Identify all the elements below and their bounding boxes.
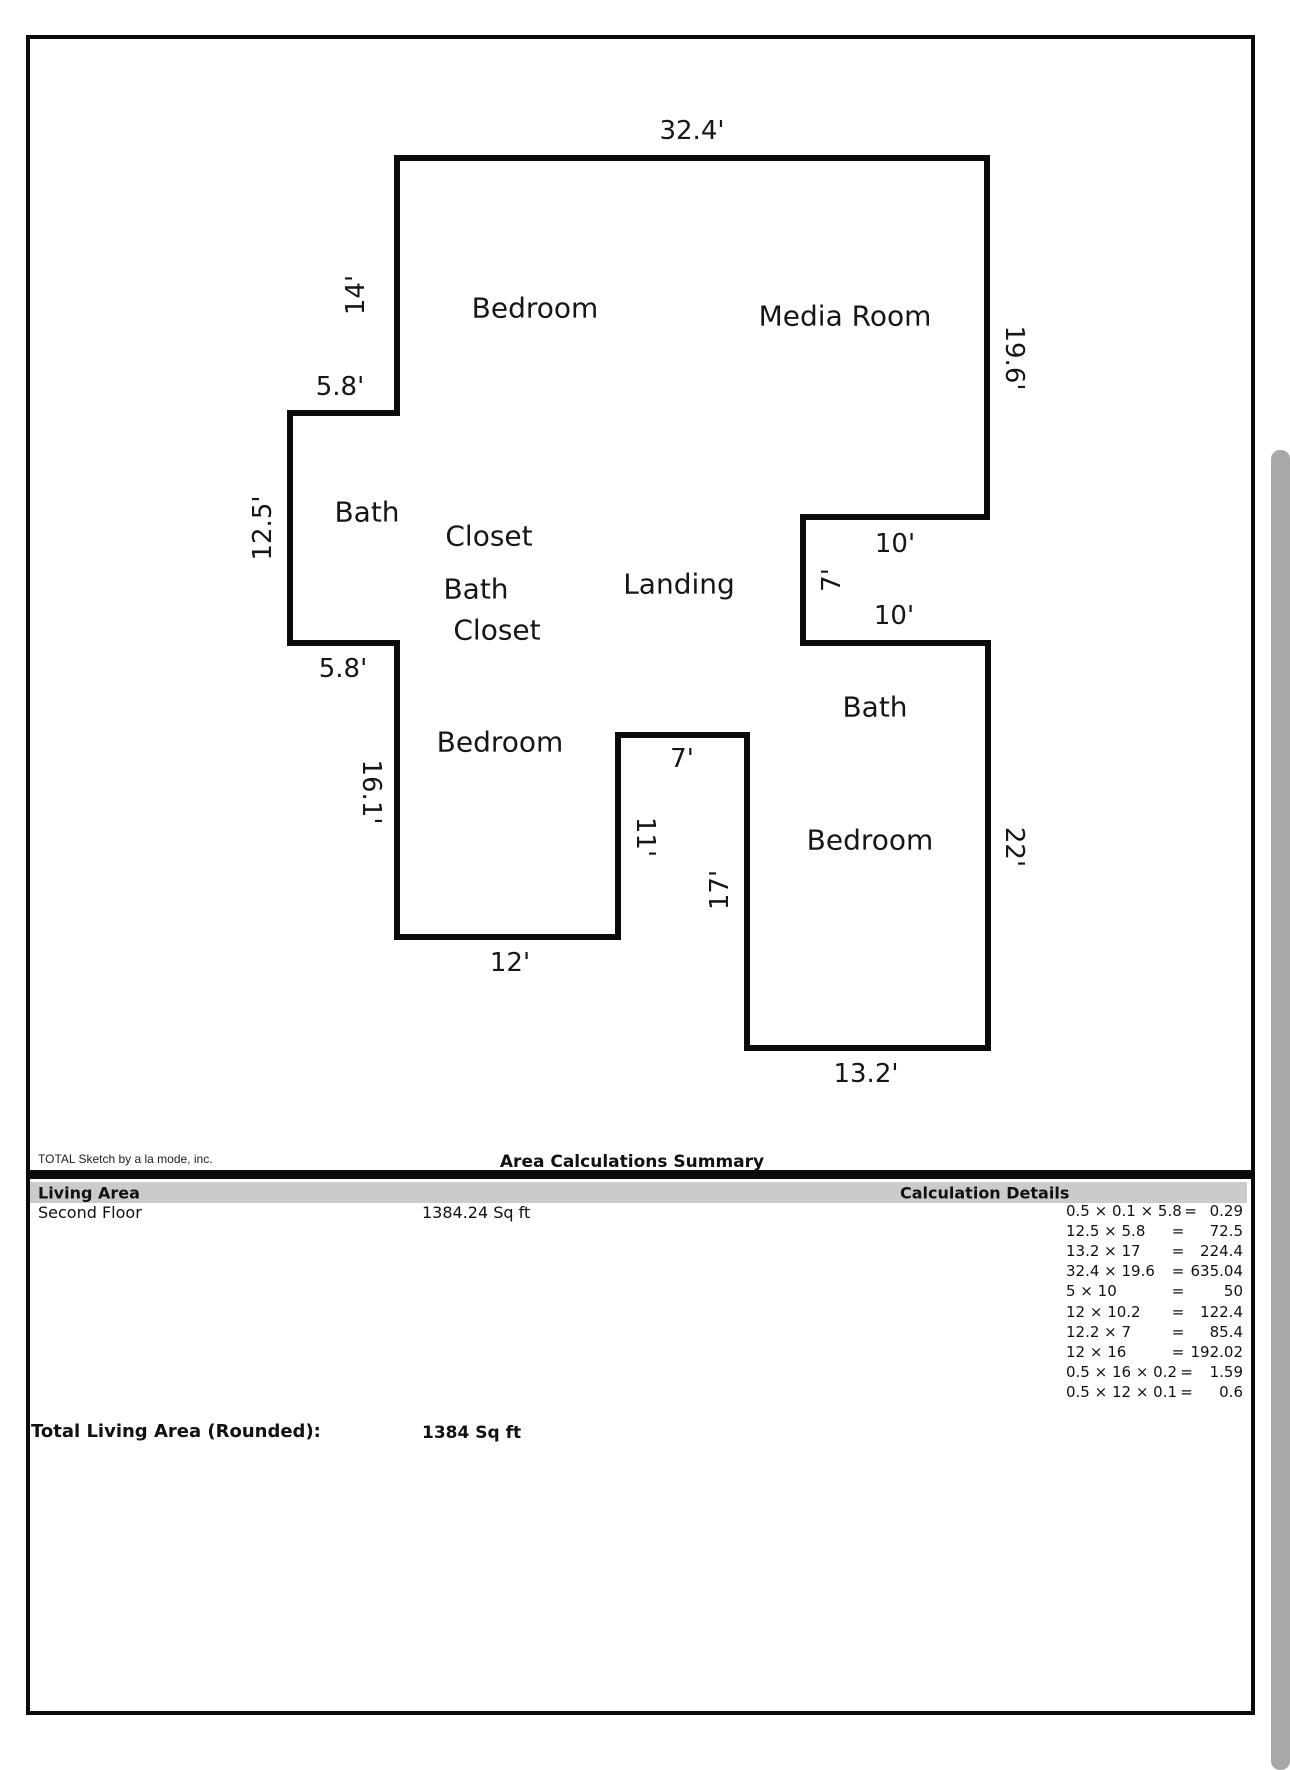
dimension-label: 7' — [817, 568, 847, 592]
calc-expression: 0.5 × 16 × 0.2 — [1066, 1362, 1178, 1381]
room-label: Media Room — [758, 299, 932, 333]
floor-row-area: 1384.24 Sq ft — [422, 1203, 531, 1222]
calc-equals: = — [1171, 1342, 1185, 1361]
total-living-area-value: 1384 Sq ft — [422, 1423, 522, 1443]
calc-result: 50 — [1223, 1282, 1243, 1301]
dimension-label: 32.4' — [659, 116, 725, 146]
room-label: Bedroom — [471, 291, 599, 325]
vertical-scrollbar-thumb[interactable] — [1271, 450, 1290, 1770]
dimension-label: 13.2' — [833, 1059, 899, 1089]
calc-result: 635.04 — [1190, 1262, 1244, 1281]
room-label: Bath — [842, 690, 908, 724]
room-label: Bedroom — [436, 725, 564, 759]
calc-row: 13.2 × 17 = 224.4 — [1066, 1241, 1243, 1261]
calc-expression: 5 × 10 — [1066, 1282, 1117, 1301]
room-label: Bedroom — [806, 823, 934, 857]
floor-row-name: Second Floor — [38, 1203, 142, 1222]
dimension-label: 19.6' — [999, 325, 1029, 391]
dimension-label: 17' — [705, 869, 735, 911]
calc-expression: 12.2 × 7 — [1066, 1322, 1132, 1341]
dimension-label: 12' — [489, 948, 531, 978]
calc-equals: = — [1184, 1202, 1197, 1221]
room-label: Bath — [443, 572, 509, 606]
calc-equals: = — [1171, 1302, 1185, 1321]
calc-row: 12 × 10.2 = 122.4 — [1066, 1301, 1243, 1321]
calc-row: 12.2 × 7 = 85.4 — [1066, 1322, 1243, 1342]
dimension-label: 7' — [670, 744, 694, 774]
calc-row: 5 × 10 = 50 — [1066, 1281, 1243, 1301]
calc-equals: = — [1180, 1362, 1193, 1381]
calc-result: 122.4 — [1200, 1302, 1243, 1321]
calc-expression: 0.5 × 0.1 × 5.8 — [1066, 1202, 1182, 1221]
branding-text: TOTAL Sketch by a la mode, inc. — [38, 1152, 213, 1166]
calc-result: 192.02 — [1190, 1342, 1244, 1361]
calc-result: 1.59 — [1209, 1362, 1243, 1381]
calc-equals: = — [1171, 1242, 1185, 1261]
calc-expression: 13.2 × 17 — [1066, 1242, 1141, 1261]
dimension-label: 5.8' — [318, 654, 368, 684]
calc-expression: 12.5 × 5.8 — [1066, 1222, 1146, 1241]
dimension-label: 14' — [341, 274, 371, 316]
room-label: Closet — [453, 613, 541, 647]
calculation-details-header: Calculation Details — [900, 1183, 1070, 1202]
calc-equals: = — [1171, 1262, 1185, 1281]
calc-row: 12.5 × 5.8 = 72.5 — [1066, 1221, 1243, 1241]
dimension-label: 11' — [630, 816, 660, 858]
floorplan-outline — [287, 155, 991, 1051]
living-area-header: Living Area — [38, 1183, 140, 1202]
dimension-label: 16.1' — [356, 759, 386, 825]
calc-row: 0.5 × 0.1 × 5.8= 0.29 — [1066, 1201, 1243, 1221]
calc-result: 0.29 — [1209, 1202, 1243, 1221]
calc-row: 32.4 × 19.6 = 635.04 — [1066, 1261, 1243, 1281]
room-label: Landing — [623, 567, 735, 601]
calc-row: 0.5 × 16 × 0.2= 1.59 — [1066, 1362, 1243, 1382]
calc-equals: = — [1171, 1222, 1185, 1241]
room-label: Bath — [334, 495, 400, 529]
dimension-label: 10' — [874, 529, 916, 559]
area-calculations-summary-title: Area Calculations Summary — [499, 1152, 765, 1172]
dimension-label: 22' — [999, 826, 1029, 868]
calc-expression: 32.4 × 19.6 — [1066, 1262, 1155, 1281]
calc-expression: 12 × 10.2 — [1066, 1302, 1141, 1321]
calc-equals: = — [1180, 1382, 1193, 1401]
calc-expression: 12 × 16 — [1066, 1342, 1127, 1361]
calc-expression: 0.5 × 12 × 0.1 — [1066, 1382, 1178, 1401]
calc-result: 85.4 — [1209, 1322, 1243, 1341]
divider-bar — [26, 1170, 1251, 1179]
total-living-area-label: Total Living Area (Rounded): — [31, 1421, 321, 1442]
table-header-band: Living Area Calculation Details — [30, 1182, 1247, 1203]
calc-row: 12 × 16 = 192.02 — [1066, 1342, 1243, 1362]
calc-result: 224.4 — [1200, 1242, 1243, 1261]
dimension-label: 10' — [873, 601, 915, 631]
calc-result: 0.6 — [1219, 1382, 1243, 1401]
dimension-label: 5.8' — [315, 372, 365, 402]
calc-result: 72.5 — [1209, 1222, 1243, 1241]
room-label: Closet — [445, 519, 533, 553]
calc-equals: = — [1171, 1322, 1185, 1341]
dimension-label: 12.5' — [248, 495, 278, 561]
calc-equals: = — [1171, 1282, 1185, 1301]
calc-row: 0.5 × 12 × 0.1= 0.6 — [1066, 1382, 1243, 1402]
